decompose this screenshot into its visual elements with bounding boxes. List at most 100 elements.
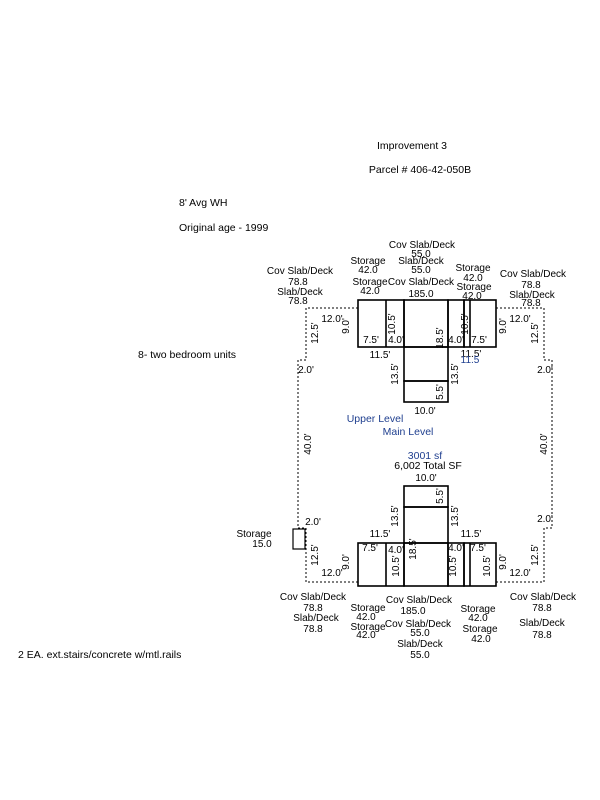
total-sf-label: 6,002 Total SF — [394, 460, 462, 472]
value-78-8: 78.8 — [288, 296, 308, 307]
value-42: 42.0 — [471, 634, 491, 645]
dim-5-5: 5.5' — [435, 488, 446, 504]
value-55: 55.0 — [411, 265, 431, 276]
value-55: 55.0 — [410, 650, 430, 661]
stairs-note: 2 EA. ext.stairs/concrete w/mtl.rails — [18, 649, 181, 661]
main-building-outline — [297, 307, 553, 583]
dim-11-5: 11.5' — [370, 529, 391, 540]
value-42: 42.0 — [468, 613, 488, 624]
label-storage: Storage — [455, 263, 490, 274]
label-slab-deck: Slab/Deck — [277, 287, 324, 298]
label-storage: Storage — [462, 624, 497, 635]
dim-10-5: 10.5' — [448, 555, 459, 576]
dim-12-5: 12.5' — [530, 544, 541, 565]
label-storage: Storage — [350, 256, 385, 267]
value-185: 185.0 — [408, 289, 433, 300]
dim-10-5: 10.5' — [391, 555, 402, 576]
value-78-8: 78.8 — [303, 624, 323, 635]
value-55: 55.0 — [410, 628, 430, 639]
dim-7-5: 7.5' — [471, 335, 487, 346]
value-15: 15.0 — [252, 539, 272, 550]
dim-4: 4.0' — [388, 545, 404, 556]
label-storage: Storage — [352, 277, 387, 288]
label-cov-slab-deck: Cov Slab/Deck — [280, 592, 347, 603]
dim-11-5: 11.5' — [370, 350, 391, 361]
dim-9: 9.0' — [498, 318, 509, 334]
improvement-title: Improvement 3 — [377, 140, 447, 152]
label-slab-deck: Slab/Deck — [397, 639, 444, 650]
dim-12: 12.0' — [509, 314, 530, 325]
dim-9: 9.0' — [341, 554, 352, 570]
label-storage: Storage — [350, 603, 385, 614]
label-storage: Storage — [236, 529, 271, 540]
dim-4: 4.0' — [448, 543, 464, 554]
lower-structures — [357, 485, 497, 587]
dim-2: 2.0' — [537, 365, 553, 376]
value-55: 55.0 — [411, 249, 431, 260]
dim-2: 2.0' — [537, 514, 553, 525]
dim-18-5: 18.5' — [408, 538, 419, 559]
value-78-8: 78.8 — [521, 280, 541, 291]
value-185: 185.0 — [400, 606, 425, 617]
area-label: 3001 sf — [408, 450, 443, 462]
value-78-8: 78.8 — [532, 603, 552, 614]
label-storage: Storage — [456, 282, 491, 293]
dim-11-5: 11.5' — [461, 529, 482, 540]
dim-18-5: 18.5' — [435, 327, 446, 348]
label-cov-slab-deck: Cov Slab/Deck — [389, 240, 456, 251]
upper-structures — [357, 299, 497, 403]
dim-9: 9.0' — [498, 554, 509, 570]
dim-12-5: 12.5' — [530, 322, 541, 343]
label-storage: Storage — [460, 604, 495, 615]
label-storage: Storage — [350, 622, 385, 633]
dim-10-5: 10.5' — [387, 313, 398, 334]
dim-11-5: 11.5' — [461, 349, 482, 360]
label-cov-slab-deck: Cov Slab/Deck — [267, 266, 334, 277]
dim-13-5: 13.5' — [390, 505, 401, 526]
dim-5-5: 5.5' — [435, 384, 446, 400]
value-42: 42.0 — [462, 291, 482, 302]
units-note: 8- two bedroom units — [138, 349, 236, 361]
dim-11-5-alt: 11.5 — [461, 355, 480, 366]
dim-7-5: 7.5' — [363, 335, 379, 346]
dim-12: 12.0' — [321, 314, 342, 325]
dim-13-5: 13.5' — [390, 363, 401, 384]
wall-height-note: 8' Avg WH — [179, 197, 228, 209]
dim-12-5: 12.5' — [310, 544, 321, 565]
value-42: 42.0 — [358, 265, 378, 276]
value-42: 42.0 — [356, 612, 376, 623]
dim-12: 12.0' — [509, 568, 530, 579]
dim-7-5: 7.5' — [362, 543, 378, 554]
label-cov-slab-deck: Cov Slab/Deck — [386, 595, 453, 606]
upper-level-label: Upper Level — [347, 413, 404, 425]
dim-12: 12.0' — [321, 568, 342, 579]
dim-40: 40.0' — [303, 433, 314, 454]
dim-12-5: 12.5' — [310, 322, 321, 343]
value-78-8: 78.8 — [521, 298, 541, 309]
value-42: 42.0 — [360, 286, 380, 297]
dim-7-5: 7.5' — [470, 543, 486, 554]
value-78-8: 78.8 — [532, 630, 552, 641]
value-42: 42.0 — [356, 630, 376, 641]
dim-4: 4.0' — [388, 335, 404, 346]
storage-box-left — [292, 528, 306, 550]
value-42: 42.0 — [463, 273, 483, 284]
dim-2: 2.0' — [305, 517, 321, 528]
original-age-note: Original age - 1999 — [179, 222, 268, 234]
dim-9: 9.0' — [341, 318, 352, 334]
value-78-8: 78.8 — [303, 603, 323, 614]
dim-10-5: 10.5' — [460, 313, 471, 334]
label-slab-deck: Slab/Deck — [509, 290, 556, 301]
dim-40: 40.0' — [539, 433, 550, 454]
dim-10: 10.0' — [415, 473, 436, 484]
dim-10: 10.0' — [414, 406, 435, 417]
value-78-8: 78.8 — [288, 277, 308, 288]
dim-4: 4.0' — [448, 335, 464, 346]
label-cov-slab-deck: Cov Slab/Deck — [388, 277, 455, 288]
label-slab-deck: Slab/Deck — [398, 256, 445, 267]
label-cov-slab-deck: Cov Slab/Deck — [510, 592, 577, 603]
main-level-label: Main Level — [383, 426, 434, 438]
parcel-number: Parcel # 406-42-050B — [369, 164, 471, 176]
label-cov-slab-deck: Cov Slab/Deck — [385, 619, 452, 630]
